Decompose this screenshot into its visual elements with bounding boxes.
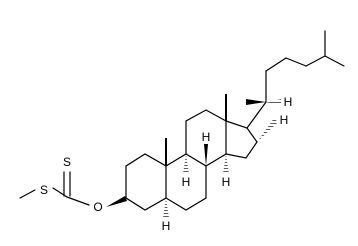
ring-d — [225, 120, 258, 159]
atom-s-thione: S — [63, 155, 71, 169]
molecule-svg: S S O H H H H H — [19, 30, 345, 233]
atom-h-c8: H — [202, 130, 211, 144]
atom-h-c20: H — [284, 95, 293, 109]
structure-diagram: S S O H H H H H — [19, 30, 345, 233]
atom-h-c9: H — [182, 175, 191, 189]
atom-h-c5: H — [162, 219, 171, 233]
hash-bond-h5 — [163, 198, 169, 218]
atom-h-c14: H — [222, 175, 231, 189]
methyl-c19-wedge — [165, 138, 167, 166]
ring-a — [125, 153, 167, 211]
ring-b — [165, 153, 207, 211]
wedge-bond-h8 — [204, 144, 208, 166]
dithiocarbonate-group: S S O — [19, 155, 103, 214]
hash-bond-h17 — [257, 118, 278, 142]
methyl-c18-wedge — [225, 94, 227, 121]
hash-bond-h20 — [266, 99, 281, 105]
atom-oxygen: O — [93, 200, 102, 214]
hash-bond-h9 — [183, 154, 189, 174]
hash-bond-h14 — [223, 154, 229, 174]
atom-h-c17: H — [280, 113, 289, 127]
methyl-c21-wedge — [246, 99, 266, 105]
wedge-bond-c3-o — [106, 196, 127, 207]
atom-s-methyl: S — [40, 183, 48, 197]
ring-c — [185, 109, 227, 167]
side-chain — [246, 30, 345, 129]
